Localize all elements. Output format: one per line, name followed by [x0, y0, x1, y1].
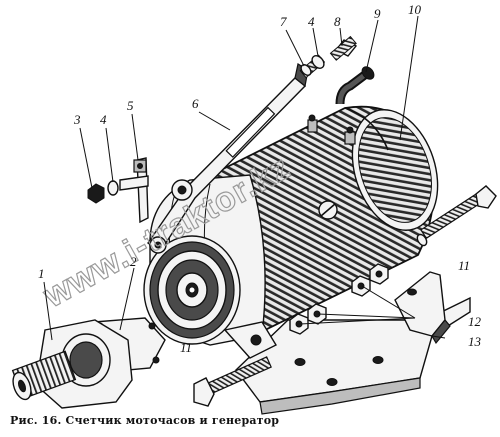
- callout-4: 4: [100, 112, 107, 127]
- bolt-upper: [416, 185, 497, 247]
- pulley: [143, 235, 241, 345]
- callout-6: 6: [192, 96, 199, 111]
- nut-set: [289, 263, 389, 335]
- callout-10: 10: [408, 2, 422, 17]
- callout-12: 12: [468, 314, 482, 329]
- callout-8: 8: [334, 14, 341, 29]
- callout-4-upper: 4: [308, 14, 315, 29]
- callout-3: 3: [73, 112, 81, 127]
- callout-7: 7: [280, 14, 287, 29]
- tension-bolt: [299, 35, 358, 79]
- figure-caption: Рис. 16. Счетчик моточасов и генератор: [10, 414, 280, 427]
- hour-meter: [11, 317, 166, 409]
- tension-arm: [147, 63, 309, 254]
- cable-tube: [335, 66, 375, 105]
- callout-9: 9: [374, 6, 381, 21]
- callout-11-right: 11: [458, 258, 470, 273]
- callout-13: 13: [468, 334, 482, 349]
- small-bracket: [87, 157, 149, 224]
- leader-lines: [43, 15, 446, 341]
- callout-1: 1: [38, 266, 45, 281]
- bolt-lower: [193, 356, 272, 407]
- callouts: 1 2 3 4 5 6 7 4 8 9 10 11 11 12 13: [38, 2, 482, 355]
- callout-2: 2: [130, 254, 137, 269]
- callout-11-left: 11: [180, 340, 192, 355]
- callout-5: 5: [127, 98, 134, 113]
